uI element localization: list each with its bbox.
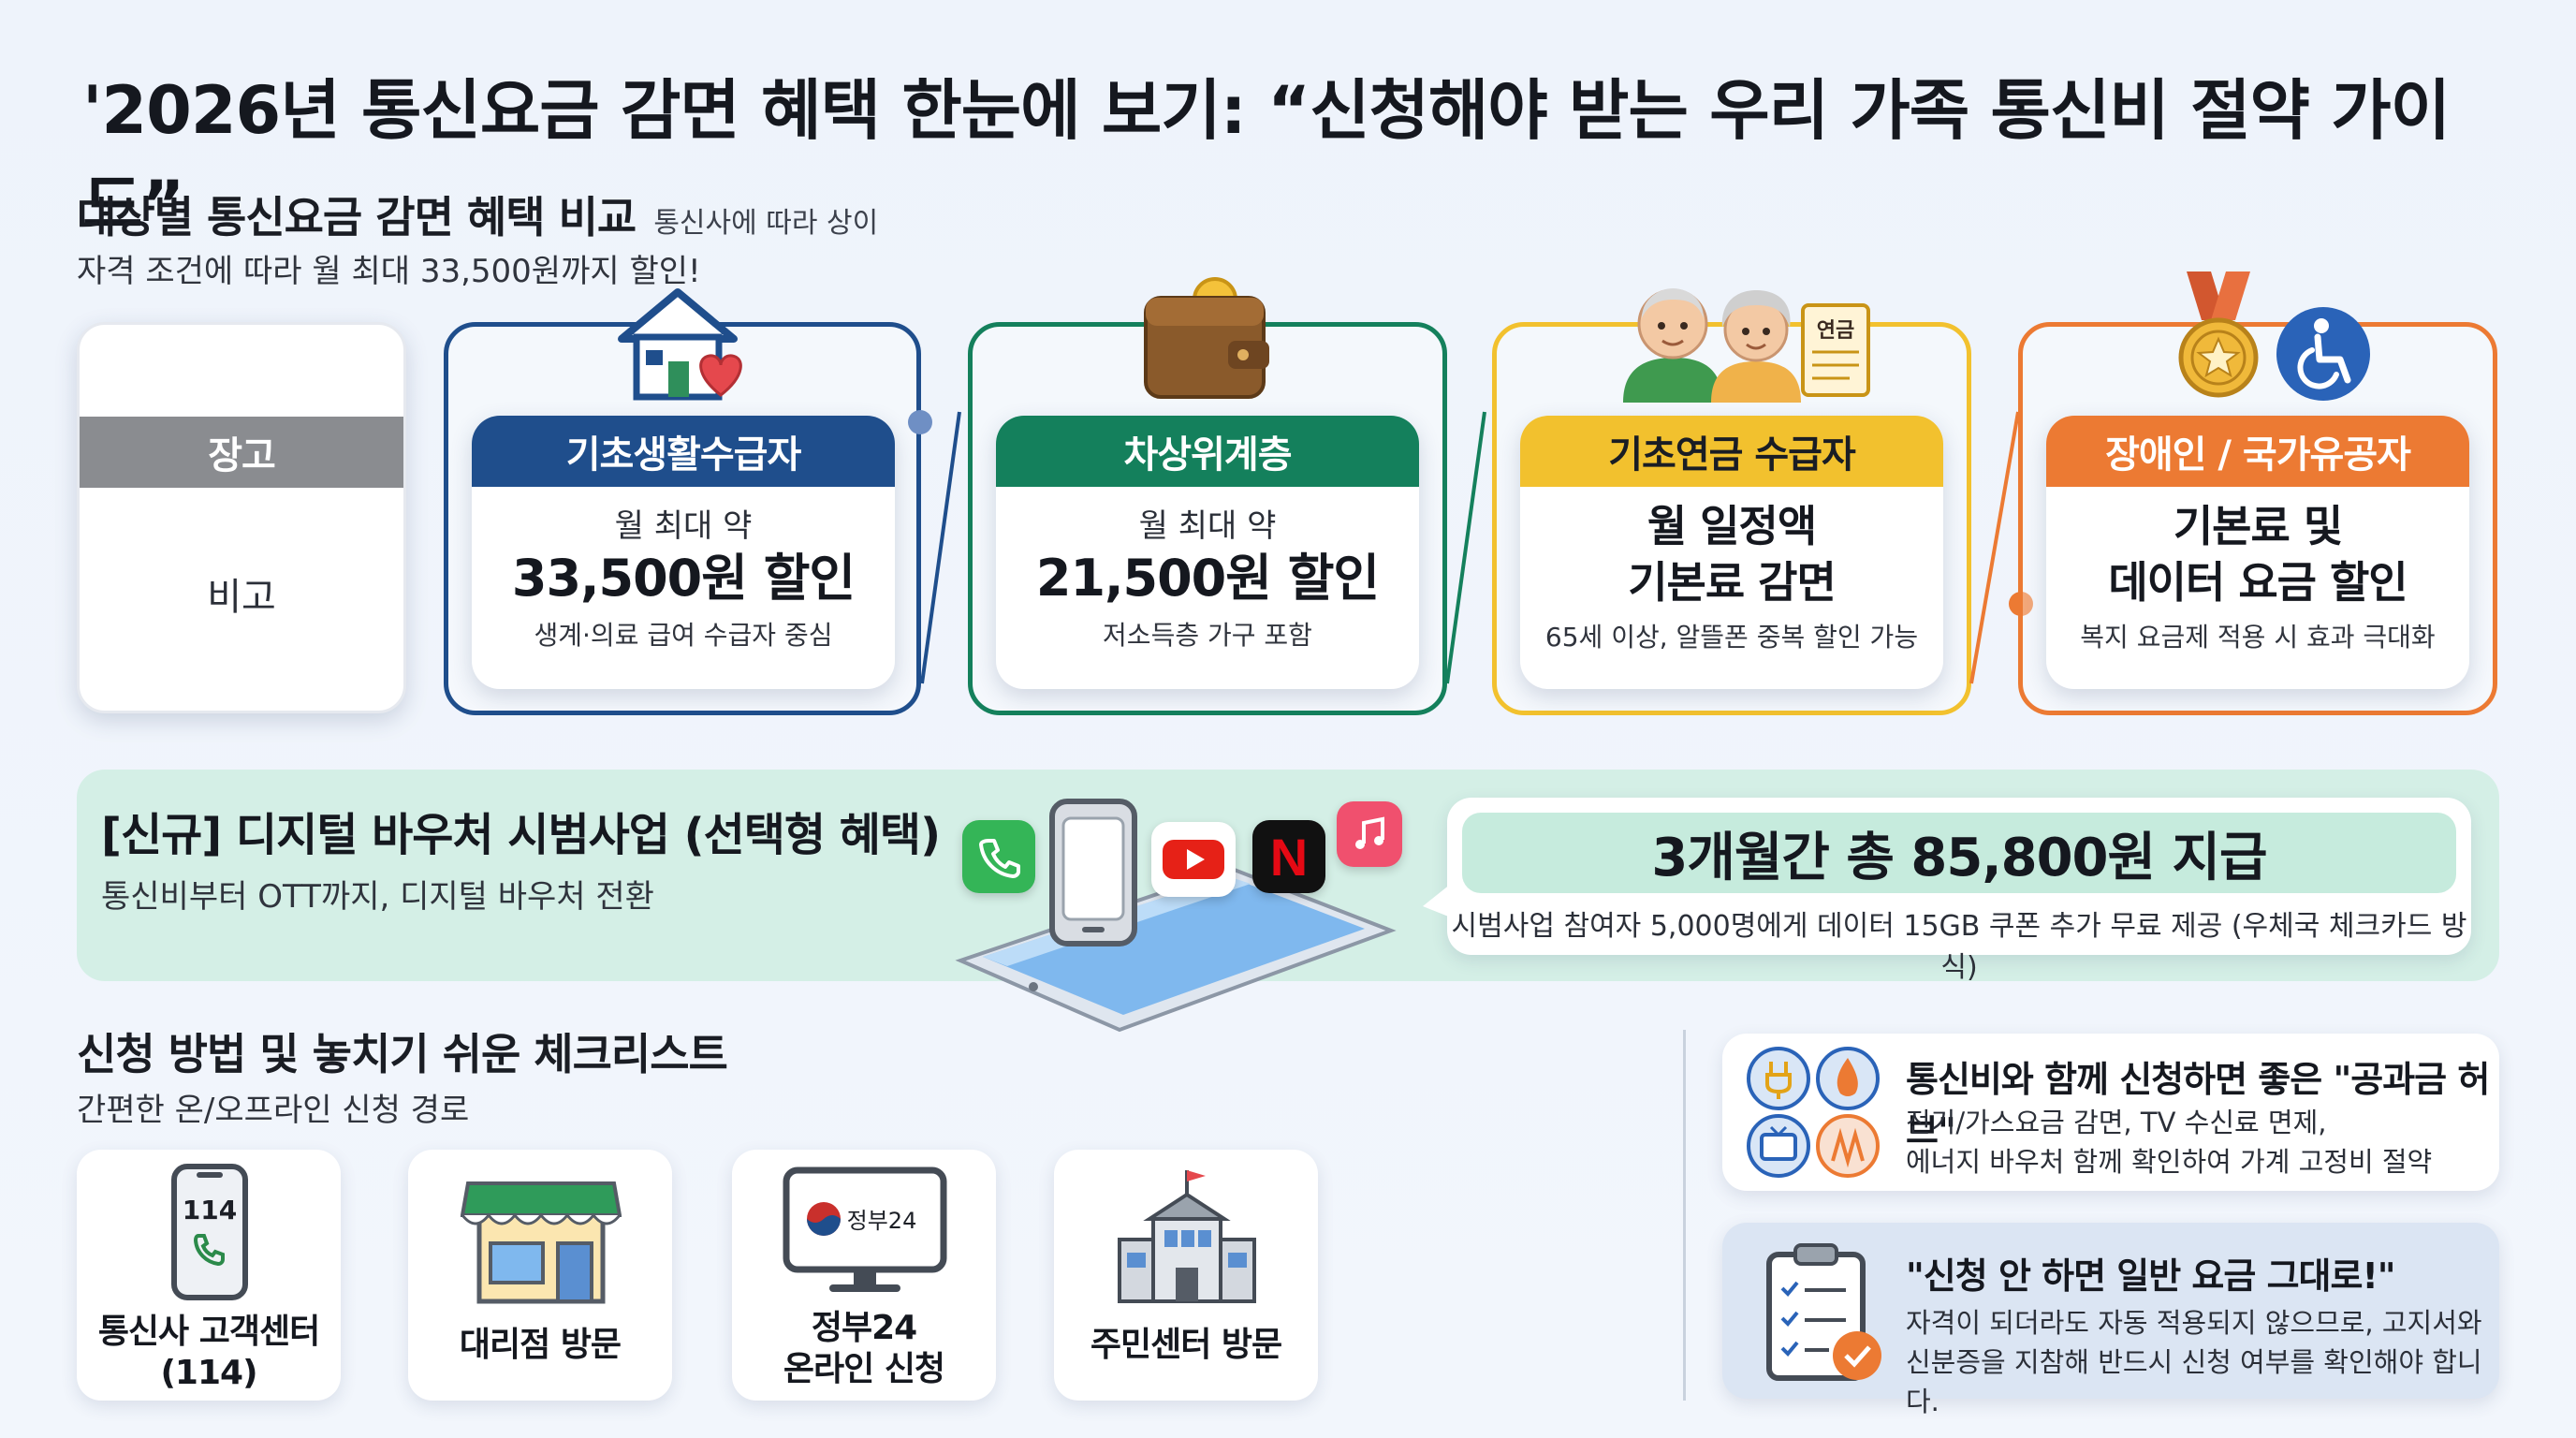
page-title: '2026년 통신요금 감면 혜택 한눈에 보기: “신청해야 받는 우리 가족… <box>82 72 2451 243</box>
channel-card-store[interactable]: 대리점 방문 <box>408 1150 672 1401</box>
card-line1: 월 최대 약 <box>1138 507 1277 545</box>
utility-icons <box>1747 1047 1880 1178</box>
channel-card-community-center[interactable]: 주민센터 방문 <box>1054 1150 1318 1401</box>
channel-label: 대리점 방문 <box>459 1326 622 1364</box>
card-line2: 33,500원 할인 <box>511 549 856 608</box>
monitor-gov24-icon: 정부24 <box>783 1167 947 1292</box>
channel-label-sub: (114) <box>160 1354 257 1392</box>
voucher-amount-box: 3개월간 총 85,800원 지급 시범사업 참여자 5,000명에게 데이터 … <box>1447 798 2471 984</box>
checklist-subtitle: 간편한 온/오프라인 신청 경로 <box>77 1092 470 1129</box>
card-line1: 월 일정액 <box>1647 501 1817 551</box>
checklist-clipboard-icon <box>1766 1243 1881 1381</box>
channel-card-gov24[interactable]: 정부24 정부24 온라인 신청 <box>732 1150 996 1401</box>
warning-text-line1: 자격이 되더라도 자동 적용되지 않으므로, 고지서와 <box>1906 1307 2482 1339</box>
channel-label: 통신사 고객센터 <box>97 1313 320 1351</box>
channel-label-sub: 온라인 신청 <box>783 1350 945 1388</box>
card-note: 65세 이상, 알뜰폰 중복 할인 가능 <box>1544 622 1919 653</box>
comparison-subtitle: 자격 조건에 따라 월 최대 33,500원까지 할인! <box>77 253 701 290</box>
card-title: 기초생활수급자 <box>472 416 895 487</box>
card-title: 차상위계층 <box>996 416 1419 487</box>
wallet-icon <box>1144 277 1269 399</box>
house-heart-icon <box>618 288 742 401</box>
smartphone-icon <box>1049 799 1137 946</box>
channel-label: 정부24 <box>811 1309 917 1347</box>
voucher-note: 시범사업 참여자 5,000명에게 데이터 15GB 쿠폰 추가 무료 제공 (… <box>1451 910 2467 984</box>
card-disabled-veterans: 장애인 / 국가유공자 기본료 및 데이터 요금 할인 복지 요금제 적용 시 … <box>2046 416 2469 689</box>
wheelchair-icon <box>2276 307 2370 401</box>
warning-title: "신청 안 하면 일반 요금 그대로!" <box>1906 1255 2396 1297</box>
card-basic-livelihood: 기초생활수급자 월 최대 약 33,500원 할인 생계·의료 급여 수급자 중… <box>472 416 895 689</box>
card-line2: 데이터 요금 할인 <box>2108 557 2408 608</box>
legend-head: 장고 <box>80 417 403 488</box>
card-near-poverty: 차상위계층 월 최대 약 21,500원 할인 저소득층 가구 포함 <box>996 416 1419 689</box>
comparison-heading-row: 대상별 통신요금 감면 혜택 비교 통신사에 따라 상이 <box>77 183 878 245</box>
utility-hub-panel: 통신비와 함께 신청하면 좋은 "공과금 허브" 전기/가스요금 감면, TV … <box>1722 1034 2499 1191</box>
channel-card-call-center[interactable]: 114 통신사 고객센터 (114) <box>77 1150 341 1401</box>
youtube-icon <box>1151 822 1236 897</box>
card-basic-pension: 기초연금 수급자 월 일정액 기본료 감면 65세 이상, 알뜰폰 중복 할인 … <box>1520 416 1943 689</box>
music-icon <box>1337 801 1402 867</box>
card-line1: 월 최대 약 <box>614 507 753 545</box>
card-line1: 기본료 및 <box>2173 501 2343 551</box>
elderly-couple-icon: 연금 <box>1623 288 1870 403</box>
phone-114-icon: 114 <box>171 1164 248 1300</box>
card-title: 기초연금 수급자 <box>1520 416 1943 487</box>
medal-icon <box>2178 271 2259 398</box>
phone-114-text: 114 <box>183 1195 237 1225</box>
community-center-icon <box>1118 1170 1256 1303</box>
store-icon <box>461 1181 622 1304</box>
netflix-letter: N <box>1269 827 1309 887</box>
card-title: 장애인 / 국가유공자 <box>2046 416 2469 487</box>
netflix-icon: N <box>1252 820 1325 893</box>
card-line2: 기본료 감면 <box>1628 557 1837 608</box>
hub-title: 통신비와 함께 신청하면 좋은 "공과금 허브" <box>1906 1059 2490 1152</box>
warning-text-line2: 신분증을 지참해 반드시 신청 여부를 확인해야 합니다. <box>1906 1346 2482 1417</box>
card-line2: 21,500원 할인 <box>1035 549 1380 608</box>
comparison-heading: 대상별 통신요금 감면 혜택 비교 <box>77 192 637 242</box>
hub-text-line2: 에너지 바우처 함께 확인하여 가계 고정비 절약 <box>1906 1146 2433 1178</box>
card-note: 생계·의료 급여 수급자 중심 <box>534 620 833 651</box>
voucher-amount: 3개월간 총 85,800원 지급 <box>1462 813 2456 893</box>
phone-call-icon <box>962 820 1035 893</box>
legend-card: 장고 비고 <box>77 322 406 713</box>
hub-text-line1: 전기/가스요금 감면, TV 수신료 면제, <box>1906 1107 2327 1138</box>
frame-dot <box>908 410 932 434</box>
connector-line <box>1969 411 2020 684</box>
connector-line <box>920 411 961 684</box>
card-note: 복지 요금제 적용 시 효과 극대화 <box>2080 622 2436 653</box>
voucher-title: [신규] 디지털 바우처 시범사업 (선택형 혜택) <box>101 809 941 861</box>
legend-body: 비고 <box>207 576 276 619</box>
voucher-subtitle: 통신비부터 OTT까지, 디지털 바우처 전환 <box>101 878 654 916</box>
checklist-heading: 신청 방법 및 놓치기 쉬운 체크리스트 <box>77 1029 728 1079</box>
channel-label: 주민센터 방문 <box>1090 1326 1282 1364</box>
section-divider <box>1683 1030 1686 1401</box>
warning-panel: "신청 안 하면 일반 요금 그대로!" 자격이 되더라도 자동 적용되지 않으… <box>1722 1223 2499 1417</box>
gov24-text: 정부24 <box>847 1208 917 1234</box>
connector-line <box>1445 411 1486 684</box>
comparison-heading-note: 통신사에 따라 상이 <box>653 207 879 240</box>
pension-scroll-label: 연금 <box>1817 319 1854 343</box>
card-note: 저소득층 가구 포함 <box>1103 620 1312 651</box>
speech-pointer <box>1423 884 1451 917</box>
